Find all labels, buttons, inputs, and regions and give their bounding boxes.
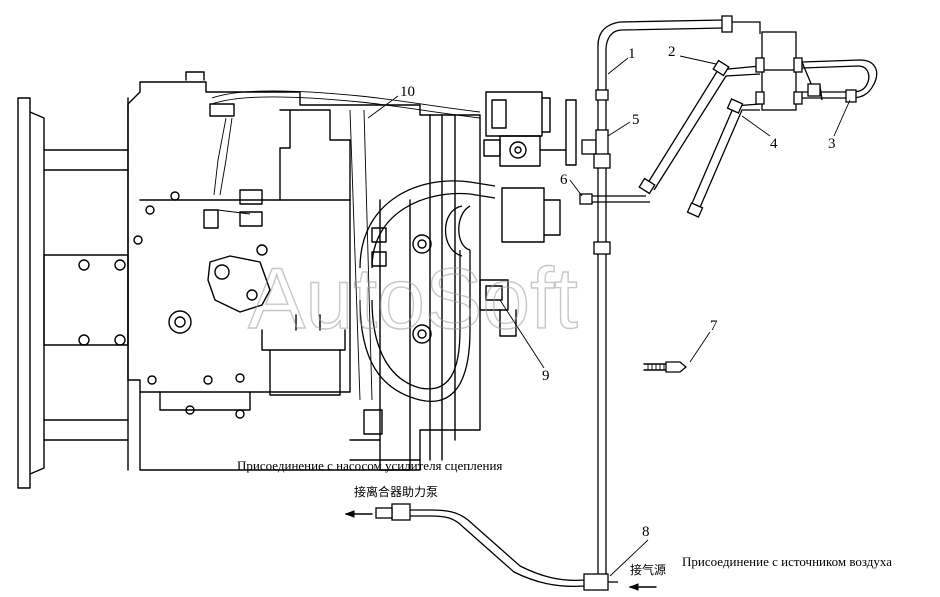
- caption-clutch-pump-cn: 接离合器助力泵: [354, 484, 438, 499]
- callout-2: 2: [668, 44, 676, 60]
- callout-6: 6: [560, 172, 568, 188]
- callout-10: 10: [400, 84, 415, 100]
- bell-housing-flange: [17, 97, 129, 489]
- gearbox-housing: [127, 71, 481, 471]
- rear-hose-loops: [359, 180, 496, 402]
- caption-clutch-pump-ru: Присоединение с насосом усилителя сцепле…: [237, 458, 502, 473]
- wiring-harness: [203, 90, 481, 435]
- caption-air-source-ru: Присоединение с источником воздуха: [682, 554, 892, 569]
- caption-air-source-cn: 接气源: [630, 562, 666, 577]
- callout-9: 9: [542, 368, 550, 384]
- callout-5: 5: [632, 112, 640, 128]
- callout-leaders: [367, 55, 851, 577]
- callout-3: 3: [828, 136, 836, 152]
- valve-block: [479, 91, 577, 337]
- callout-1: 1: [628, 46, 636, 62]
- callout-4: 4: [770, 136, 778, 152]
- flow-arrows: [344, 510, 657, 591]
- callout-7: 7: [710, 318, 718, 334]
- watermark-text: AutoSoft: [248, 251, 578, 347]
- air-line-assembly: [375, 15, 878, 591]
- callout-8: 8: [642, 524, 650, 540]
